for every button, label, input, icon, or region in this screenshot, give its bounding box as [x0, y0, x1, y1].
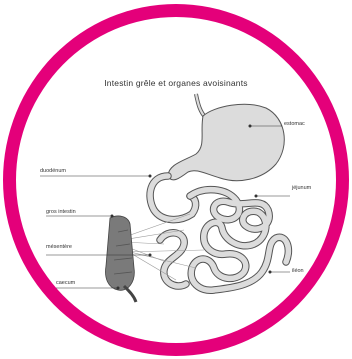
large-intestine: [106, 216, 137, 302]
label-estomac: estomac: [284, 121, 305, 127]
label-gros-intestin: gros intestin: [46, 209, 76, 215]
label-caecum: caecum: [56, 280, 75, 286]
small-intestine-coils: [160, 190, 288, 291]
label-duodenum: duodénum: [40, 168, 66, 174]
label-mesentere: mésentère: [46, 244, 72, 250]
stomach-shape: [168, 104, 284, 180]
label-ileon: iléon: [292, 268, 304, 274]
label-jejunum: jéjunum: [292, 185, 311, 191]
